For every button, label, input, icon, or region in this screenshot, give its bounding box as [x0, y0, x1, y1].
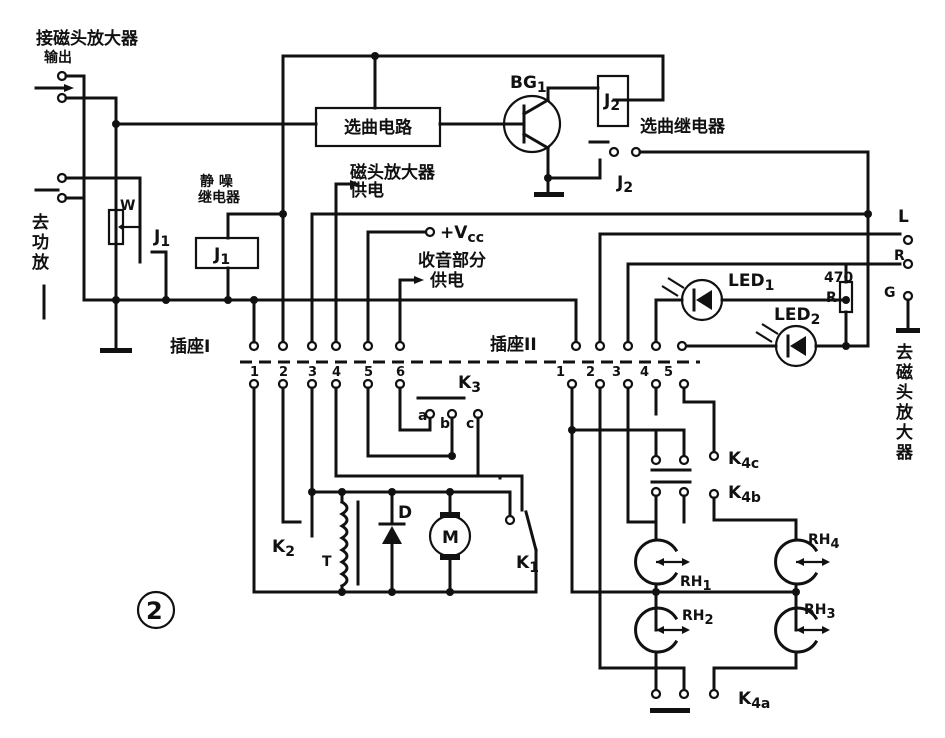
track-select-circuit: 选曲电路 — [314, 106, 442, 148]
socket2-bottom-terminals — [566, 378, 690, 390]
socket1-pin-2: 2 — [279, 365, 288, 380]
socket2-pin-3: 3 — [612, 365, 621, 380]
led1-label: LED1 — [728, 271, 774, 294]
head-amp-supply-label-2: 供电 — [349, 180, 384, 201]
junction-dots — [112, 52, 872, 460]
output-label-l: L — [898, 207, 909, 227]
socket1-pin-4: 4 — [332, 365, 341, 380]
head-amp-input-section — [34, 70, 252, 353]
j2-box-label: J2 — [603, 91, 620, 114]
k4c-label: K4c — [728, 449, 759, 472]
to-head-amp-char-3: 头 — [896, 383, 913, 403]
head-amp-out-label-2: 输出 — [44, 49, 72, 66]
motor-section — [252, 386, 538, 596]
mute-relay-label-1: 静 噪 — [200, 173, 234, 190]
output-label-r: R — [894, 248, 905, 264]
figure-number: 2 — [146, 597, 163, 625]
head-amp-out-label-1: 接磁头放大器 — [36, 28, 139, 49]
k1-label: K1 — [516, 553, 539, 576]
switch-k3 — [334, 386, 484, 478]
to-power-amp-label-1: 去 — [32, 212, 49, 233]
rh2-label: RH2 — [682, 608, 714, 628]
led2 — [676, 323, 870, 368]
to-head-amp-char-4: 放 — [895, 402, 914, 423]
to-head-amp-char-6: 器 — [895, 443, 914, 463]
mute-relay-label-2: 继电器 — [198, 189, 241, 206]
k4b-label: K4b — [728, 483, 761, 506]
socket1-pin-6: 6 — [396, 365, 405, 380]
track-relay-label: 选曲继电器 — [640, 116, 726, 137]
pot-label: W — [120, 198, 135, 214]
to-head-amp-char-5: 大 — [896, 422, 913, 443]
output-terminals-lrg — [598, 232, 920, 348]
socket2-pin-1: 1 — [556, 365, 565, 380]
led1 — [654, 277, 848, 344]
socket2-top-terminals — [570, 340, 662, 352]
bg1-label: BG1 — [510, 73, 547, 96]
socket1-label: 插座I — [170, 336, 210, 357]
to-head-amp-char-1: 去 — [896, 342, 913, 363]
j2-contact-label: J2 — [616, 173, 633, 196]
output-label-g: G — [884, 285, 896, 301]
k3-b-label: b — [440, 416, 450, 432]
socket2-pin-5: 5 — [664, 365, 673, 380]
to-head-amp-char-2: 磁 — [896, 362, 913, 383]
j1-contact — [150, 250, 168, 302]
figure-number-circle — [136, 590, 176, 630]
k3-label: K3 — [458, 373, 481, 396]
relay-j2 — [596, 74, 630, 128]
inductor-label: T — [322, 554, 332, 570]
socket1-pin-3: 3 — [308, 365, 317, 380]
socket2-pin-4: 4 — [640, 365, 649, 380]
j1-label: J1 — [153, 227, 170, 250]
vcc-label: +Vcc — [440, 223, 484, 246]
j2-contact — [588, 140, 870, 348]
relay-j1 — [194, 212, 285, 302]
rh1-label: RH1 — [680, 574, 712, 594]
socket1-top-terminals — [248, 340, 406, 352]
head-amp-supply-label-1: 磁头放大器 — [350, 162, 436, 183]
k4a-label: K4a — [738, 689, 770, 712]
top-bus-wires — [114, 54, 665, 344]
k3-a-label: a — [418, 408, 427, 424]
k4-switch-network — [568, 386, 830, 713]
resistor-470-label: 470 — [824, 270, 853, 286]
diode-label: D — [398, 503, 412, 523]
track-circuit-label: 选曲电路 — [344, 117, 413, 138]
socket1-pin-1: 1 — [250, 365, 259, 380]
motor-label: M — [442, 528, 459, 548]
k3-c-label: c — [466, 416, 474, 432]
socket2-pin-2: 2 — [586, 365, 595, 380]
resistor-r-label: R — [826, 290, 837, 306]
rh3-label: RH3 — [804, 602, 836, 622]
k2-label: K2 — [272, 537, 295, 560]
radio-supply-label-1: 收音部分 — [418, 250, 486, 271]
socket1-supply-lines — [252, 180, 870, 344]
to-power-amp-label-3: 放 — [31, 252, 50, 273]
socket1-bottom-terminals — [248, 378, 406, 390]
led2-label: LED2 — [774, 305, 820, 328]
transistor-bg1 — [502, 86, 602, 197]
j1-box-label: J1 — [213, 245, 230, 268]
radio-supply-label-2: 供电 — [429, 270, 464, 291]
socket1-pin-5: 5 — [364, 365, 373, 380]
to-power-amp-label-2: 功 — [32, 233, 49, 253]
rh4-label: RH4 — [808, 532, 840, 552]
socket2-label: 插座II — [490, 334, 537, 355]
